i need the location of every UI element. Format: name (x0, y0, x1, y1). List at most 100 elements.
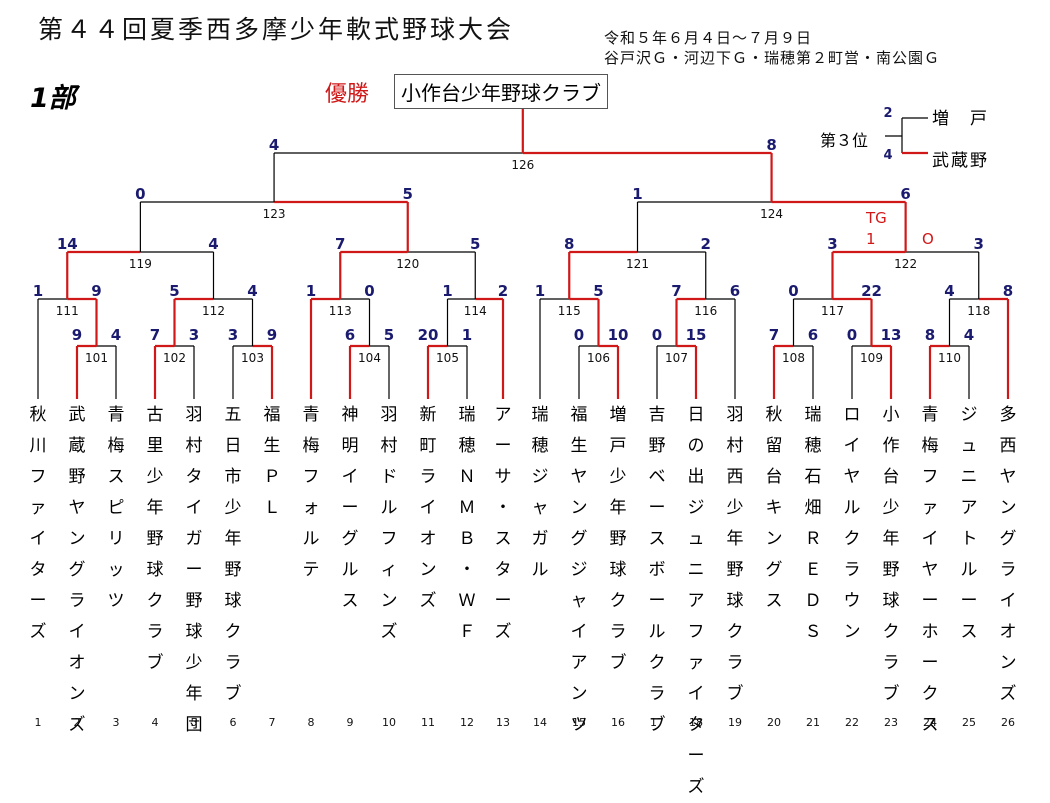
match-score: 4 (208, 235, 219, 253)
match-number: 102 (163, 351, 186, 365)
team-seed: 13 (496, 716, 510, 729)
team-seed: 15 (572, 716, 586, 729)
match-score: 14 (56, 235, 78, 253)
match-score: 4 (247, 282, 258, 300)
match-number: 106 (587, 351, 610, 365)
team-seed: 4 (151, 716, 159, 729)
match-score: 0 (651, 326, 663, 344)
team-seed: 22 (845, 716, 859, 729)
tiebreak-left: 1 (866, 230, 876, 248)
team-seed: 18 (689, 716, 703, 729)
match-score: 8 (924, 326, 936, 344)
team-name: 吉野ベースボールクラブ (648, 405, 666, 735)
match-score: 9 (91, 282, 102, 300)
match-score: 3 (188, 326, 200, 344)
match-score: 3 (827, 235, 838, 253)
match-score: 2 (497, 282, 509, 300)
match-score: 1 (442, 282, 453, 300)
third-place-score-top: 2 (883, 106, 893, 121)
team-seed: 9 (346, 716, 354, 729)
match-score: 20 (417, 326, 439, 344)
third-place-team-top: 増 戸 (932, 109, 989, 129)
team-seed: 10 (382, 716, 396, 729)
division-label: 1部 (30, 83, 76, 114)
team-name: 古里少年野球クラブ (146, 405, 164, 673)
match-score: 1 (534, 282, 546, 300)
match-score: 5 (402, 185, 413, 203)
match-number: 120 (396, 257, 420, 271)
match-score: 5 (470, 235, 481, 253)
team-seed: 7 (268, 716, 276, 729)
match-score: 3 (227, 326, 239, 344)
team-name: 青梅フォルテ (302, 405, 320, 580)
match-number: 119 (128, 257, 152, 271)
match-number: 113 (328, 304, 352, 318)
team-seed: 6 (229, 716, 237, 729)
team-seed: 25 (962, 716, 976, 729)
match-score: 7 (671, 282, 682, 300)
match-score: 0 (846, 326, 858, 344)
team-seed: 1 (34, 716, 42, 729)
match-score: 1 (305, 282, 317, 300)
third-place-team-bottom: 武蔵野 (932, 151, 989, 171)
team-seed: 8 (307, 716, 315, 729)
champion-label: 優勝 (325, 82, 370, 107)
match-number: 121 (626, 257, 649, 271)
match-score: 2 (700, 235, 711, 253)
team-name: 羽村西少年野球クラブ (726, 405, 744, 704)
match-number: 107 (665, 351, 688, 365)
team-name: 秋留台キングス (765, 405, 783, 611)
team-name: 神明イーグルス (341, 405, 359, 611)
match-score: 0 (135, 185, 146, 203)
match-number: 101 (85, 351, 108, 365)
match-score: 6 (729, 282, 741, 300)
match-score: 4 (268, 136, 280, 154)
match-number: 118 (967, 304, 991, 318)
match-number: 105 (436, 351, 459, 365)
match-score: 4 (944, 282, 955, 300)
tournament-dates: 令和５年６月４日～７月９日 (604, 29, 813, 47)
match-score: 4 (110, 326, 122, 344)
match-score: 1 (32, 282, 44, 300)
match-score: 9 (266, 326, 278, 344)
match-number: 124 (760, 207, 784, 221)
match-number: 115 (557, 304, 581, 318)
match-number: 117 (821, 304, 844, 318)
team-name: 増戸少年野球クラブ (609, 405, 627, 673)
match-score: 3 (973, 235, 984, 253)
match-score: 0 (573, 326, 585, 344)
team-name: 日の出ジュニアファイターズ (687, 405, 705, 797)
match-score: 10 (607, 326, 629, 344)
match-score: 0 (788, 282, 799, 300)
team-name: 青梅ファイヤーホークス (921, 405, 939, 735)
team-seed: 23 (884, 716, 898, 729)
match-score: 5 (383, 326, 395, 344)
match-number: 122 (894, 257, 918, 271)
match-score: 1 (461, 326, 473, 344)
match-number: 111 (55, 304, 79, 318)
match-number: 116 (694, 304, 718, 318)
match-score: 6 (807, 326, 819, 344)
team-name: ジュニアトルース (960, 405, 978, 642)
team-seed: 5 (190, 716, 198, 729)
match-score: 7 (335, 235, 346, 253)
team-seed: 12 (460, 716, 474, 729)
match-score: 1 (632, 185, 643, 203)
match-number: 112 (202, 304, 225, 318)
third-place-score-bottom: 4 (883, 148, 893, 163)
team-name: 新町ライオンズ (419, 405, 437, 611)
match-score: 4 (963, 326, 975, 344)
team-seed: 26 (1001, 716, 1015, 729)
team-seed: 16 (611, 716, 625, 729)
match-score: 8 (564, 235, 575, 253)
team-seed: 17 (650, 716, 664, 729)
team-name: 福生ヤングジャイアンツ (570, 405, 588, 735)
team-name: 五日市少年野球クラブ (224, 405, 242, 704)
team-name: 青梅スピリッツ (107, 405, 125, 611)
match-score: 9 (71, 326, 83, 344)
team-seed: 21 (806, 716, 820, 729)
team-name: 多西ヤングライオンズ (999, 405, 1017, 704)
match-score: 6 (900, 185, 911, 203)
match-score: 8 (766, 136, 777, 154)
